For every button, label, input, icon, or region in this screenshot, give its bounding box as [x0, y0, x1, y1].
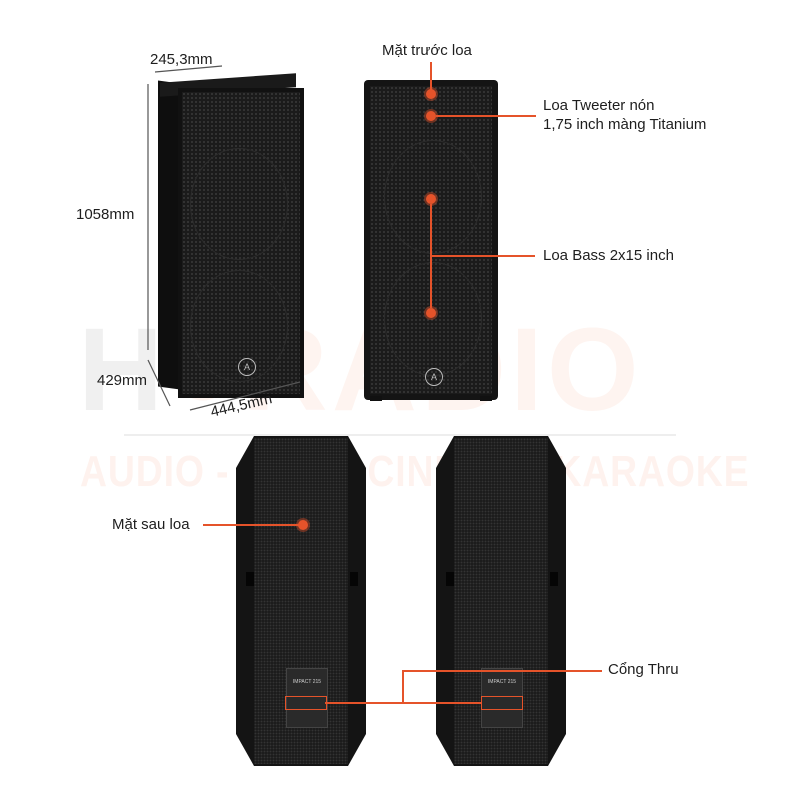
- rear-panel-model: IMPACT 215: [292, 679, 322, 685]
- label-rear: Mặt sau loa: [112, 516, 190, 533]
- callout-dot-front: [426, 89, 436, 99]
- brand-logo-icon: A: [425, 368, 443, 386]
- watermark-tagline: AUDIO - HOME CINEMA - KARAOKE: [80, 447, 750, 496]
- callout-dot-rear: [298, 520, 308, 530]
- dimension-height: 1058mm: [76, 206, 135, 223]
- brand-logo-icon: A: [238, 358, 256, 376]
- watermark-divider: [124, 434, 676, 436]
- rear-panel-model-right: IMPACT 215: [487, 679, 517, 685]
- callout-dot-tweeter: [426, 111, 436, 121]
- callout-dot-bass-upper: [426, 194, 436, 204]
- label-tweeter-2: 1,75 inch màng Titanium: [543, 116, 707, 133]
- label-front: Mặt trước loa: [382, 42, 472, 59]
- label-tweeter-1: Loa Tweeter nón: [543, 97, 655, 114]
- dimension-depth-side: 429mm: [97, 372, 148, 389]
- dimension-depth-top: 245,3mm: [150, 51, 213, 68]
- callout-dot-bass-lower: [426, 308, 436, 318]
- label-thru: Cổng Thru: [608, 661, 679, 678]
- label-bass: Loa Bass 2x15 inch: [543, 247, 674, 264]
